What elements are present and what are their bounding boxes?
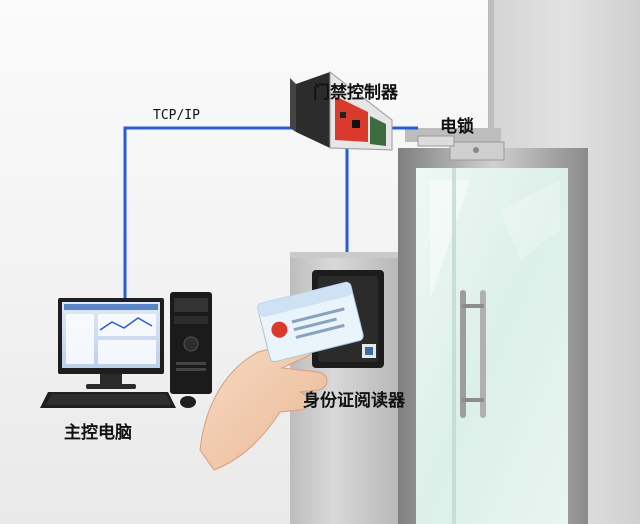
- access-controller-box: [290, 70, 393, 151]
- label-controller: 门禁控制器: [313, 83, 398, 103]
- label-lock: 电锁: [440, 117, 474, 137]
- computer-tower: [170, 292, 212, 394]
- id-card: [257, 281, 364, 363]
- mouse: [180, 396, 196, 408]
- label-network: TCP/IP: [153, 108, 200, 123]
- label-computer: 主控电脑: [64, 423, 132, 443]
- hand-with-id-card: [199, 281, 364, 471]
- glass-door: [398, 148, 588, 524]
- door-handle: [460, 290, 486, 418]
- cable-computer-controller: [123, 126, 296, 298]
- electric-lock: [405, 128, 505, 161]
- label-reader: 身份证阅读器: [303, 391, 405, 411]
- computer-monitor: [58, 298, 164, 389]
- keyboard: [40, 392, 176, 408]
